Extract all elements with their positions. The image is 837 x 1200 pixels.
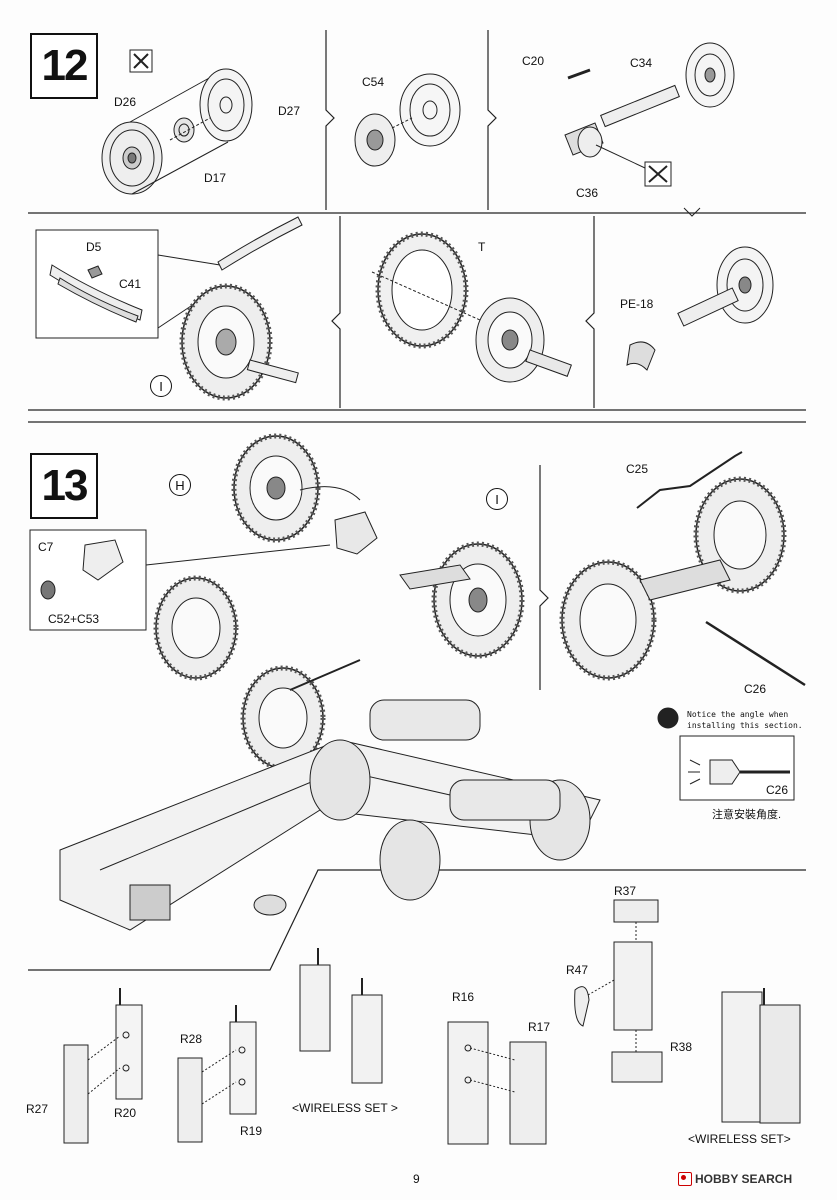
- label-d26: D26: [114, 95, 137, 109]
- radio-r28-r19: [177, 1005, 257, 1143]
- assembled-axle-right: [559, 451, 806, 687]
- marker-i-step13: I: [486, 488, 508, 510]
- watermark: HOBBY SEARCH: [678, 1172, 792, 1186]
- leaf-spring-inset: [49, 264, 143, 323]
- label-r28: R28: [180, 1032, 203, 1046]
- watermark-text: HOBBY SEARCH: [695, 1172, 793, 1186]
- label-r38: R38: [670, 1040, 693, 1054]
- wireless-set-label-2: <WIRELESS SET>: [688, 1132, 791, 1146]
- bushing-d17: [173, 117, 195, 143]
- wheel-rim-d27: [199, 68, 253, 142]
- cement-icon-1: [129, 49, 153, 73]
- label-c7: C7: [38, 540, 54, 554]
- label-c34: C34: [630, 56, 653, 70]
- page-number: 9: [413, 1172, 420, 1186]
- step-12-number: 12: [30, 33, 98, 99]
- label-c41: C41: [119, 277, 142, 291]
- label-c36: C36: [576, 186, 599, 200]
- label-d17: D17: [204, 171, 227, 185]
- differential-center: [334, 511, 378, 555]
- wheel-c54: [354, 73, 461, 167]
- divider-lines: [28, 30, 806, 971]
- label-r27: R27: [26, 1102, 49, 1116]
- chassis-assembly: [59, 575, 601, 931]
- label-d5: D5: [86, 240, 102, 254]
- radio-r37-r47-r38: [574, 899, 663, 1083]
- label-r20: R20: [114, 1106, 137, 1120]
- watermark-logo-icon: [678, 1172, 692, 1186]
- radio-wireless-set-2: [721, 988, 801, 1124]
- label-c25: C25: [626, 462, 649, 476]
- label-pe18: PE-18: [620, 297, 654, 311]
- tire-t: [371, 231, 572, 383]
- axle-c34: [564, 42, 735, 176]
- label-c54: C54: [362, 75, 385, 89]
- tire-assembly-1: [179, 283, 299, 401]
- tire-h: [231, 433, 361, 543]
- label-r17: R17: [528, 1020, 551, 1034]
- notice-detail: [657, 707, 795, 801]
- label-c20: C20: [522, 54, 545, 68]
- label-t: T: [478, 240, 486, 254]
- radio-r16-r17: [447, 1021, 547, 1145]
- step-13-number: 13: [30, 453, 98, 519]
- label-r19: R19: [240, 1124, 263, 1138]
- label-c26: C26: [744, 682, 767, 696]
- cement-icon-2: [644, 161, 672, 187]
- label-d27: D27: [278, 104, 301, 118]
- marker-i-step12: I: [150, 375, 172, 397]
- radio-r27-r20: [63, 988, 143, 1144]
- marker-h: H: [169, 474, 191, 496]
- label-r16: R16: [452, 990, 475, 1004]
- differential-inset: [40, 539, 124, 600]
- wheel-hub-d26: [101, 71, 229, 195]
- label-c52-c53: C52+C53: [48, 612, 100, 626]
- hub-pe18: [626, 246, 774, 371]
- notice-text-line2: installing this section.: [687, 721, 803, 730]
- notice-text-line1: Notice the angle when: [687, 710, 789, 719]
- label-r37: R37: [614, 884, 637, 898]
- radio-wireless-set-1: [299, 948, 383, 1084]
- label-c26-detail: C26: [766, 783, 789, 797]
- label-r47: R47: [566, 963, 589, 977]
- wireless-set-label-1: <WIRELESS SET >: [292, 1101, 398, 1115]
- notice-text-cjk: 注意安裝角度.: [712, 809, 782, 821]
- tire-i: [399, 541, 525, 659]
